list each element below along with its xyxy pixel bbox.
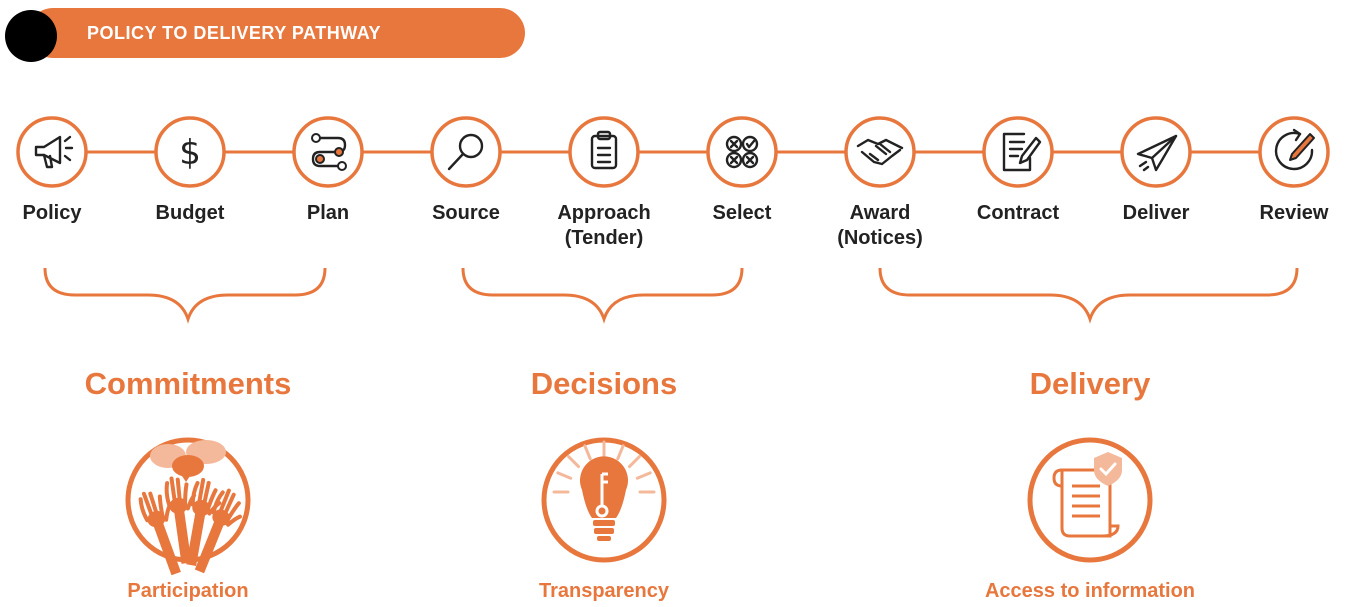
step-label: Budget	[155, 202, 225, 224]
page-title: POLICY TO DELIVERY PATHWAY	[87, 23, 382, 43]
handshake-icon	[856, 138, 904, 166]
clipboard-icon	[590, 130, 618, 170]
scroll-shield-icon	[1052, 452, 1122, 538]
step-circle	[1120, 116, 1192, 188]
header-pill	[28, 8, 525, 58]
dollar-icon: $	[179, 133, 201, 173]
step-label: Plan	[306, 202, 350, 224]
header-dot	[5, 10, 57, 62]
review-pencil-icon	[1274, 128, 1315, 171]
step-circle	[16, 116, 88, 188]
step-circle	[844, 116, 916, 188]
step-label: Source	[432, 202, 500, 224]
step-label: Contract	[976, 202, 1060, 224]
group-brace	[461, 267, 744, 324]
select-grid-icon	[725, 135, 759, 169]
step-label: Award (Notices)	[837, 202, 923, 249]
step-label: Approach (Tender)	[557, 202, 651, 249]
lightbulb-icon	[552, 440, 656, 541]
group-value-label: Participation	[127, 580, 249, 602]
magnifier-icon	[447, 133, 484, 171]
step-circle	[154, 116, 226, 188]
group-title: Delivery	[1029, 366, 1151, 401]
group-brace	[43, 267, 327, 324]
group-title: Commitments	[84, 366, 292, 401]
svg-text:$: $	[179, 133, 201, 173]
step-label: Review	[1259, 202, 1329, 224]
step-circle	[982, 116, 1054, 188]
participation-hands-icon	[138, 440, 242, 576]
group-title: Decisions	[530, 366, 678, 401]
group-value-label: Transparency	[538, 580, 670, 602]
step-label: Deliver	[1122, 202, 1190, 224]
step-label: Select	[712, 202, 772, 224]
group-brace	[878, 267, 1299, 324]
step-circle	[568, 116, 640, 188]
group-value-label: Access to information	[984, 580, 1196, 602]
step-circle	[430, 116, 502, 188]
paper-plane-icon	[1136, 134, 1178, 172]
route-icon	[311, 133, 347, 171]
step-circle	[706, 116, 778, 188]
step-label: Policy	[22, 202, 82, 224]
megaphone-icon	[34, 135, 74, 169]
contract-edit-icon	[1002, 132, 1042, 172]
